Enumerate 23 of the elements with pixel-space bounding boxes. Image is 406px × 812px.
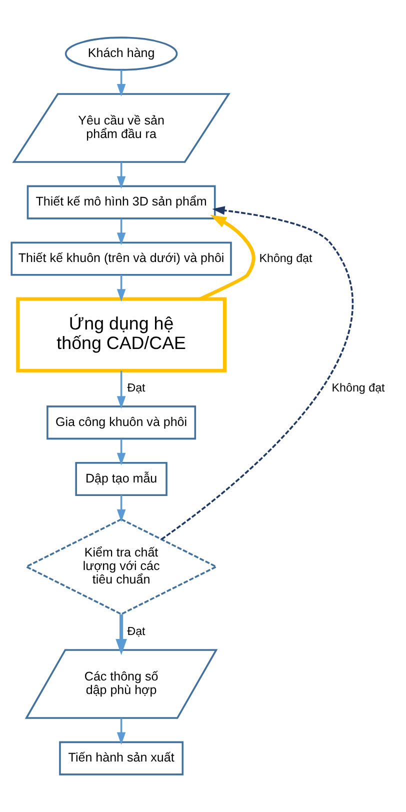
- node-box: Dập tạo mẫu: [75, 462, 168, 496]
- node-box: Tiến hành sản xuất: [59, 741, 184, 776]
- arrow: [116, 370, 126, 409]
- node-box: Gia công khuôn và phôi: [46, 406, 196, 440]
- edge-label: Đạt: [127, 382, 146, 395]
- node-ellipse: Khách hàng: [64, 36, 178, 71]
- arrow: [116, 218, 126, 246]
- arrow: [116, 162, 126, 189]
- arrow: [116, 495, 126, 522]
- arrow: [199, 214, 256, 301]
- edge-label: Không đạt: [332, 382, 385, 395]
- arrow: [116, 438, 126, 466]
- node-box: Thiết kế mô hình 3D sản phẩm: [26, 185, 216, 220]
- arrow: [116, 718, 126, 745]
- edge-label: Đạt: [127, 625, 146, 638]
- edge-label: Không đạt: [259, 252, 312, 265]
- arrow: [116, 275, 126, 302]
- arrow: [161, 206, 354, 540]
- node-box: Ứng dụng hệ thống CAD/CAE: [16, 297, 226, 372]
- arrow: [116, 70, 126, 97]
- node-diamond: Kiểm tra chất lượng với các tiêu chuẩn: [24, 518, 218, 616]
- arrow: [116, 614, 127, 656]
- node-box: Thiết kế khuôn (trên và dưới) và phôi: [10, 242, 232, 276]
